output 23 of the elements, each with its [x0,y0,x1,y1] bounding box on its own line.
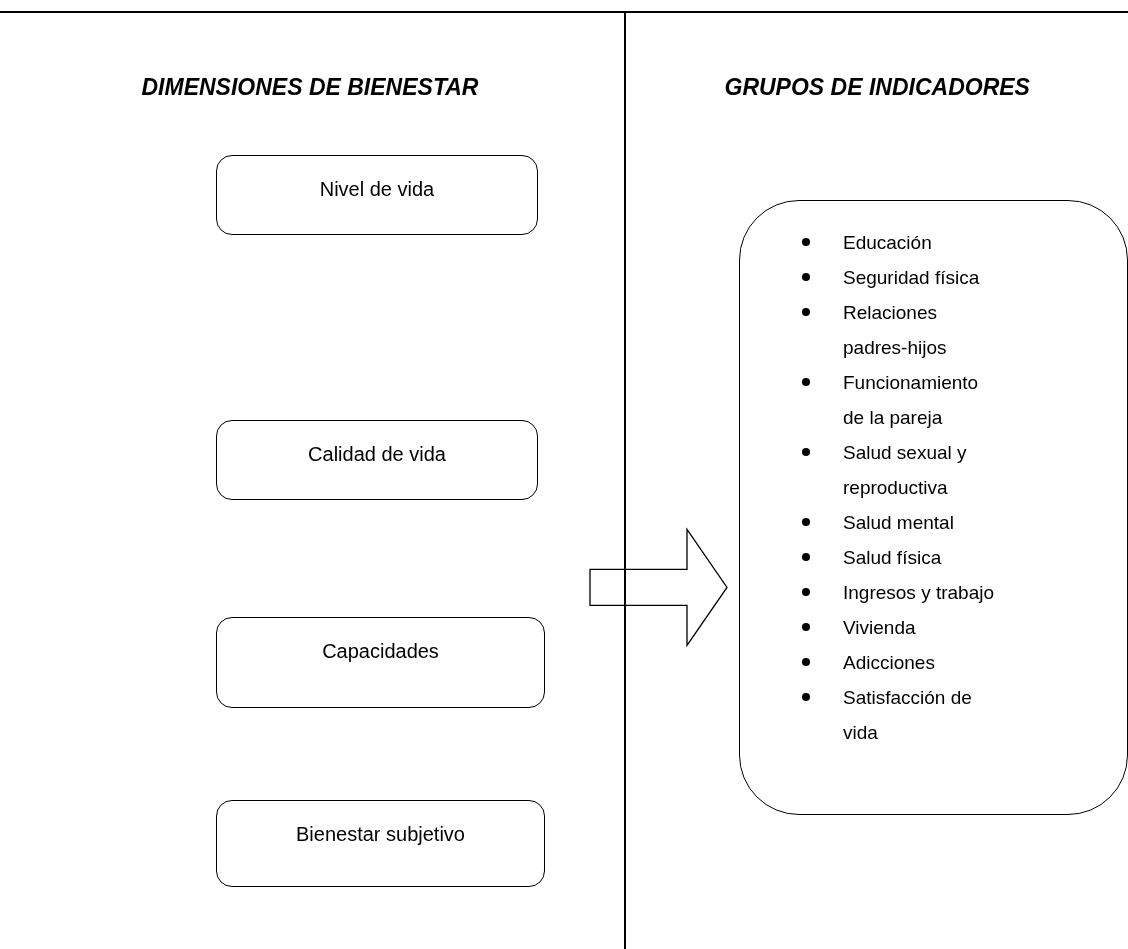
list-item-text: Funcionamiento de la pareja [843,372,979,428]
list-item-text: Relaciones padres-hijos [843,302,947,358]
list-item-text: Educación [843,232,932,253]
box-label: Bienestar subjetivo [295,823,466,846]
list-item-text: Salud mental [843,512,954,533]
box-label: Capacidades [321,640,440,663]
list-item-text: Salud física [843,547,942,568]
indicator-list-box [739,200,1128,815]
dimension-box [216,800,545,887]
list-item-text: Seguridad física [843,267,980,288]
column-heading: DIMENSIONES DE BIENESTAR [141,73,479,101]
dimension-box [216,617,545,708]
list-item-text: Satisfacción de vida [843,687,972,743]
block-arrow [589,527,728,648]
box-label: Nivel de vida [318,178,436,201]
list-item-text: Vivienda [843,617,916,638]
box-label: Calidad de vida [307,443,447,466]
column-heading: GRUPOS DE INDICADORES [724,73,1030,101]
list-item-text: Salud sexual y reproductiva [843,442,967,498]
list-item-text: Ingresos y trabajo [843,582,995,603]
dimension-box [216,420,538,500]
list-item-text: Adicciones [843,652,935,673]
dimension-box [216,155,538,235]
